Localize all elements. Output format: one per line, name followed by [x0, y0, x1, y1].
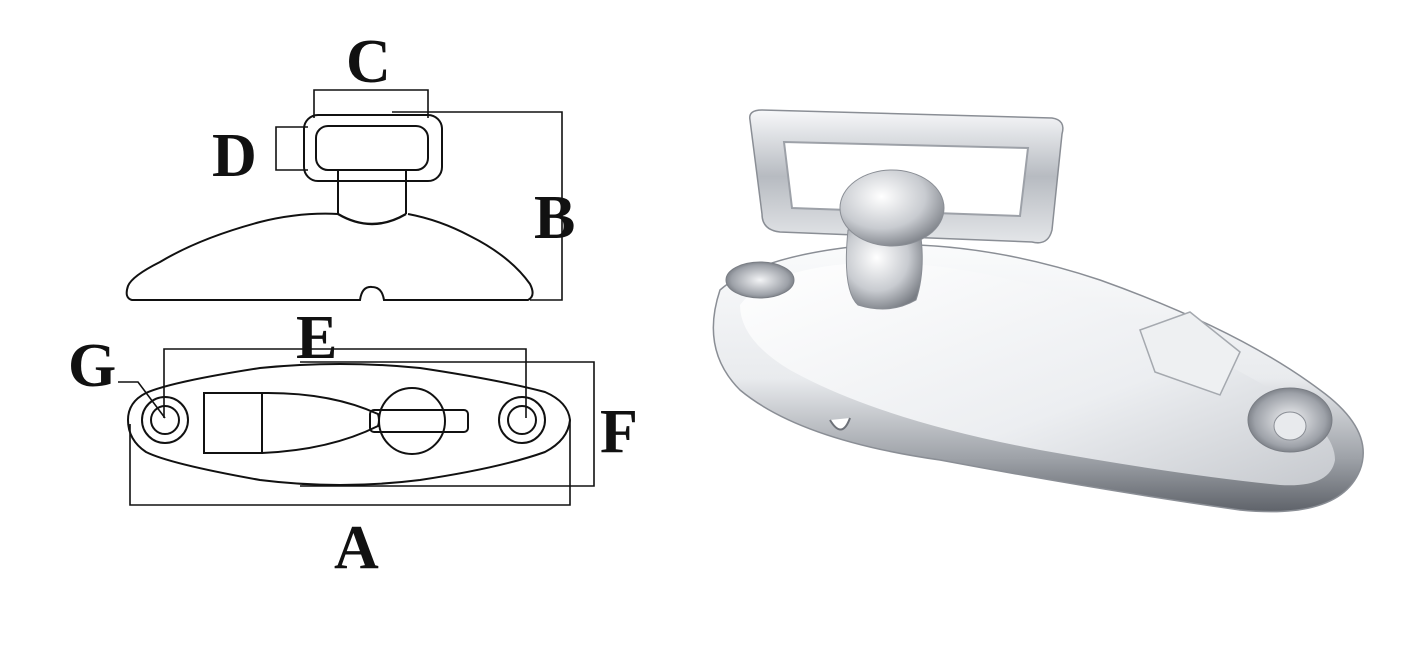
dimension-d-bracket: [275, 126, 308, 171]
label-d: D: [212, 122, 257, 190]
left-mount-hole: [725, 261, 795, 299]
swivel-knob: [839, 169, 945, 247]
right-hole-outer: [498, 396, 546, 444]
swivel-circle: [378, 387, 446, 455]
right-hole-inner: [507, 405, 537, 435]
base-dome: [125, 212, 534, 301]
label-c: C: [346, 28, 391, 96]
label-b: B: [534, 184, 575, 252]
latch-top: [740, 262, 1335, 486]
right-hole-countersink: [1273, 411, 1307, 441]
label-a: A: [334, 514, 379, 582]
dimension-f-bracket: [300, 361, 595, 487]
product-photo: [680, 90, 1390, 530]
dimension-b-bracket: [392, 111, 563, 301]
dimension-g-leader: [118, 381, 166, 419]
base-outline-top: [126, 363, 572, 486]
slider-block: [203, 392, 263, 454]
dimension-e-bracket: [163, 348, 527, 418]
left-hole-outer: [141, 396, 189, 444]
loop-outer: [303, 114, 443, 182]
loop-inner: [315, 125, 429, 171]
dimension-c-bracket: [313, 89, 429, 118]
label-e: E: [296, 304, 337, 372]
latch-notch: [829, 417, 851, 431]
chrome-latch-illustration: [712, 109, 1364, 513]
teardrop-channel: [261, 391, 380, 454]
label-f: F: [600, 398, 638, 466]
slider-block-photo: [1139, 311, 1241, 396]
label-g: G: [68, 332, 116, 400]
technical-drawing: C D B E G F A: [0, 0, 680, 646]
swivel-stem: [845, 229, 923, 310]
drawing-svg: C D B E G F A: [68, 28, 638, 582]
dimension-a-bracket: [129, 420, 571, 506]
left-hole-inner: [150, 405, 180, 435]
stem: [337, 170, 407, 214]
swivel-bar: [369, 409, 469, 433]
